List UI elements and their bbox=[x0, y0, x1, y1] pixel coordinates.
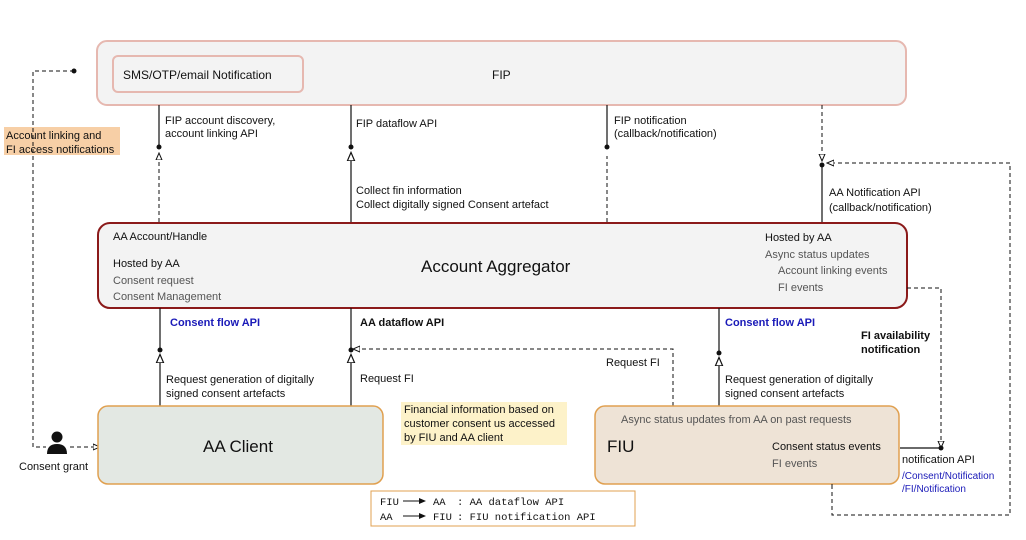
collect-fin-info-label: Collect fin information bbox=[356, 185, 462, 197]
fip-discovery-label-2: account linking API bbox=[165, 128, 258, 140]
notification-api-path1: /Consent/Notification bbox=[902, 471, 994, 482]
fip-notification-connector bbox=[604, 105, 610, 222]
fi-availability-label-1: FI availability bbox=[861, 330, 931, 342]
aa-handle-label: AA Account/Handle bbox=[113, 231, 207, 243]
notification-api-path2: /FI/Notification bbox=[902, 484, 966, 495]
consent-flow-api-right: Consent flow API bbox=[725, 317, 815, 329]
legend-row1-from: FIU bbox=[380, 497, 399, 509]
req-gen-left-1: Request generation of digitally bbox=[166, 374, 314, 386]
fip-dataflow-label: FIP dataflow API bbox=[356, 118, 437, 130]
fin-note-line3: by FIU and AA client bbox=[404, 432, 503, 444]
fiu-fi-events: FI events bbox=[772, 458, 818, 470]
aa-hosted-left: Hosted by AA bbox=[113, 258, 180, 270]
aa-hosted-right: Hosted by AA bbox=[765, 232, 832, 244]
fi-availability-connector bbox=[907, 287, 941, 445]
req-gen-left-2: signed consent artefacts bbox=[166, 388, 286, 400]
notification-api-title: notification API bbox=[902, 454, 975, 466]
aa-notification-label-2: (callback/notification) bbox=[829, 202, 932, 214]
fip-title: FIP bbox=[492, 68, 511, 82]
fip-discovery-connector bbox=[157, 105, 162, 222]
aa-dataflow-api-label: AA dataflow API bbox=[360, 317, 444, 329]
client-dataflow-connector bbox=[349, 308, 354, 406]
account-aggregator-box: AA Account/Handle Hosted by AA Consent r… bbox=[97, 222, 908, 309]
aa-linking-events: Account linking events bbox=[778, 265, 888, 277]
legend-row1-to: AA bbox=[433, 497, 446, 509]
legend-row2-desc: : FIU notification API bbox=[457, 512, 596, 524]
sms-to-user-connector bbox=[32, 68, 97, 448]
fiu-request-fi-connector bbox=[356, 349, 674, 406]
aa-notification-label-1: AA Notification API bbox=[829, 187, 921, 199]
request-fi-right: Request FI bbox=[606, 357, 660, 369]
consent-flow-api-left: Consent flow API bbox=[170, 317, 260, 329]
legend-row1-desc: : AA dataflow API bbox=[457, 497, 564, 509]
account-linking-note-line1: Account linking and bbox=[6, 130, 101, 142]
fiu-consent-connector bbox=[717, 308, 722, 406]
request-fi-left: Request FI bbox=[360, 373, 414, 385]
aa-async-updates: Async status updates bbox=[765, 249, 870, 261]
sms-notification-box bbox=[112, 55, 304, 93]
aa-client-box: AA Client bbox=[97, 405, 384, 485]
aa-consent-request: Consent request bbox=[113, 275, 194, 287]
aa-client-title: AA Client bbox=[203, 437, 273, 456]
fiu-to-aa-notification-loop bbox=[830, 163, 1011, 516]
consent-grant-label: Consent grant bbox=[19, 461, 88, 473]
legend-row2-from: AA bbox=[380, 512, 393, 524]
req-gen-right-2: signed consent artefacts bbox=[725, 388, 845, 400]
fiu-notification-connector bbox=[900, 445, 944, 451]
fip-notification-label-2: (callback/notification) bbox=[614, 128, 717, 140]
sms-notification-label: SMS/OTP/email Notification bbox=[123, 68, 272, 82]
fi-availability-label-2: notification bbox=[861, 344, 921, 356]
aa-consent-management: Consent Management bbox=[113, 291, 221, 303]
fip-discovery-label-1: FIP account discovery, bbox=[165, 115, 275, 127]
fiu-consent-status: Consent status events bbox=[772, 441, 881, 453]
legend-row2-to: FIU bbox=[433, 512, 452, 524]
req-gen-right-1: Request generation of digitally bbox=[725, 374, 873, 386]
fip-box: SMS/OTP/email Notification FIP bbox=[96, 40, 907, 106]
fiu-async-label: Async status updates from AA on past req… bbox=[621, 414, 852, 426]
fip-notification-label-1: FIP notification bbox=[614, 115, 687, 127]
legend-box: FIU AA : AA dataflow API AA FIU : FIU no… bbox=[370, 490, 636, 527]
collect-consent-label: Collect digitally signed Consent artefac… bbox=[356, 199, 549, 211]
fiu-title: FIU bbox=[607, 437, 634, 456]
aa-notification-connector bbox=[820, 105, 825, 222]
aa-fi-events: FI events bbox=[778, 282, 824, 294]
fip-dataflow-connector bbox=[349, 105, 354, 222]
account-linking-note-line2: FI access notifications bbox=[6, 144, 115, 156]
client-consent-connector bbox=[158, 308, 163, 406]
fin-note-line1: Financial information based on bbox=[404, 404, 554, 416]
aa-title: Account Aggregator bbox=[421, 257, 571, 276]
fin-note-line2: customer consent us accessed bbox=[404, 418, 555, 430]
user-icon bbox=[47, 431, 67, 454]
fiu-box: Async status updates from AA on past req… bbox=[594, 405, 900, 485]
